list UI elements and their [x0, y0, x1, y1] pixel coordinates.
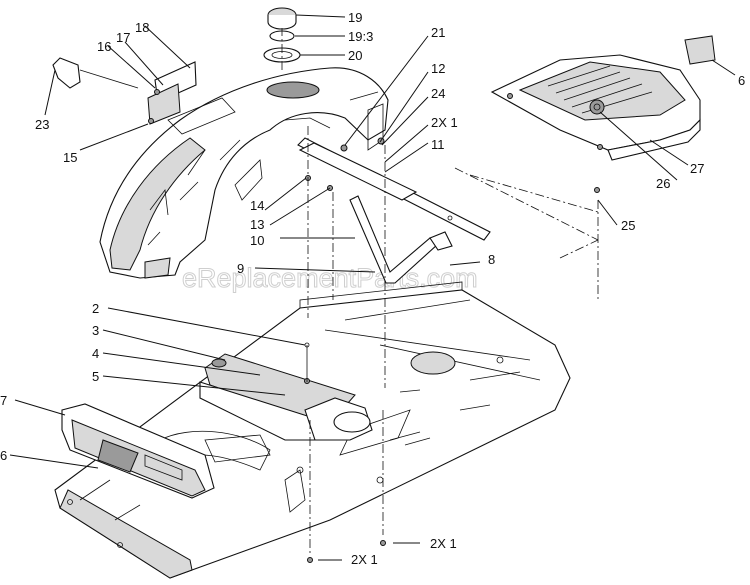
callout: 17	[116, 30, 130, 45]
callout: 5	[92, 369, 99, 384]
callout: 15	[63, 150, 77, 165]
callout: 21	[431, 25, 445, 40]
callout: 14	[250, 198, 264, 213]
fuel-cap	[263, 7, 301, 63]
callout: 13	[250, 217, 264, 232]
decal-17-18	[147, 61, 197, 125]
callout: 26	[656, 176, 670, 191]
callout-labels: 19 19:3 20 21 12 24 2X 1 11 18 17 16 23 …	[0, 10, 745, 567]
fender-body	[99, 67, 389, 279]
seat-pan	[490, 35, 716, 161]
callout: 20	[348, 48, 362, 63]
callout: 10	[250, 233, 264, 248]
callout: 24	[431, 86, 445, 101]
callout: 4	[92, 346, 99, 361]
callout: 3	[92, 323, 99, 338]
callout: 2X 1	[430, 536, 457, 551]
tunnel-console	[199, 353, 373, 441]
callout: 25	[621, 218, 635, 233]
callout: 9	[237, 261, 244, 276]
phantom-lines	[281, 28, 599, 555]
callout: 6	[738, 73, 745, 88]
callout: 18	[135, 20, 149, 35]
callout: 2X 1	[351, 552, 378, 567]
callout: 27	[690, 161, 704, 176]
callout: 11	[431, 137, 445, 152]
cross-bracket	[297, 137, 600, 563]
fuel-gauge	[52, 57, 139, 89]
watermark: eReplacementParts.com	[182, 263, 478, 293]
front-panel	[61, 403, 215, 499]
callout: 16	[97, 39, 111, 54]
callout: 23	[35, 117, 49, 132]
callout: 7	[0, 393, 7, 408]
callout: 12	[431, 61, 445, 76]
callout: 2X 1	[431, 115, 458, 130]
leader-lines	[9, 14, 736, 561]
callout: 19	[348, 10, 362, 25]
callout: 8	[488, 252, 495, 267]
callout: 6	[0, 448, 7, 463]
callout: 19:3	[348, 29, 373, 44]
callout: 2	[92, 301, 99, 316]
